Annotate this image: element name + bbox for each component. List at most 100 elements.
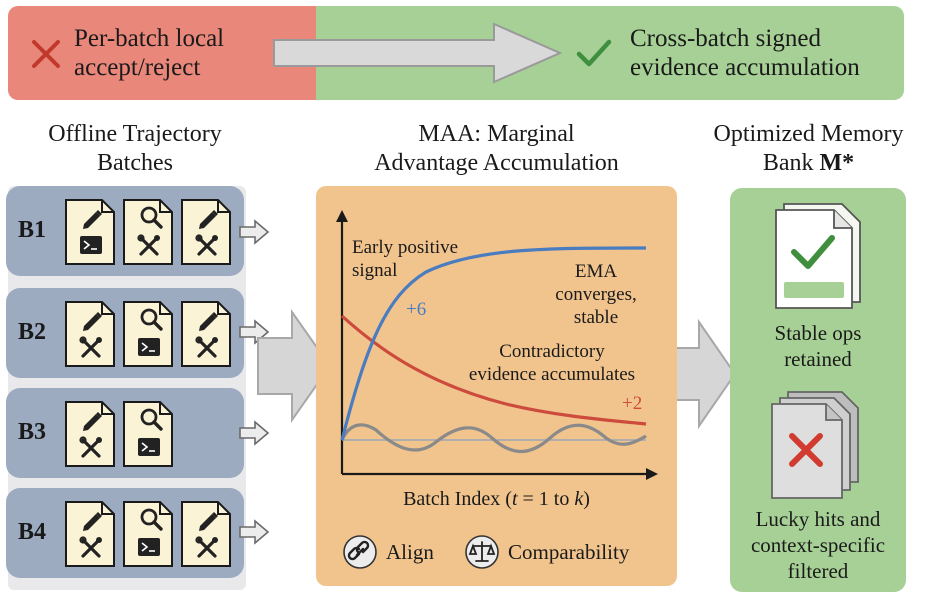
tools-icon: [79, 536, 102, 558]
filtered-line1: Lucky hits and: [755, 507, 881, 531]
annotation-contra-line1: Contradictory: [499, 341, 605, 362]
annotation-contra-line2: evidence accumulates: [468, 364, 636, 385]
green-check-icon: [576, 39, 612, 67]
doc-icons: [65, 199, 115, 265]
filtered-line3: filtered: [787, 559, 849, 583]
doc-icons: [123, 301, 173, 367]
tools-icon: [79, 436, 102, 458]
batches-heading-line1: Offline Trajectory: [48, 121, 222, 147]
trajectory-doc: [180, 500, 232, 568]
batches-heading: Offline Trajectory Batches: [0, 120, 270, 178]
terminal-icon: [138, 538, 160, 556]
batch-row: B2: [6, 288, 244, 378]
annotation-ema-line3: stable: [573, 307, 619, 328]
retained-docs-icon: [775, 203, 861, 309]
link-icon: [343, 535, 377, 569]
tools-icon: [195, 234, 218, 256]
filtered-text: Lucky hits and context-specific filtered: [730, 506, 906, 584]
annotation-early-line1: Early positive: [352, 237, 459, 258]
memory-panel: Stable ops retained Lucky hits and conte…: [730, 188, 906, 592]
memory-heading-line1: Optimized Memory: [713, 121, 904, 147]
trajectory-doc: [122, 400, 174, 468]
doc-icons: [123, 501, 173, 567]
maa-chart: [336, 210, 658, 480]
maa-heading: MAA: Marginal Advantage Accumulation: [316, 120, 677, 178]
pencil-icon: [199, 512, 218, 531]
trajectory-doc: [180, 198, 232, 266]
filtered-line2: context-specific: [750, 533, 886, 557]
retained-line1: Stable ops: [774, 321, 862, 345]
batch-row: B1: [6, 186, 244, 276]
doc-icons: [65, 301, 115, 367]
annotation-ema: EMA converges, stable: [536, 260, 656, 329]
pencil-icon: [199, 312, 218, 331]
annotation-ema-line1: EMA: [574, 261, 618, 282]
annotation-early-line2: signal: [352, 260, 398, 281]
annotation-early: Early positive signal: [352, 236, 458, 282]
retained-text: Stable ops retained: [730, 320, 906, 372]
gray-oscillating-curve: [340, 423, 647, 453]
trajectory-doc: [64, 198, 116, 266]
terminal-icon: [138, 338, 160, 356]
doc-icons: [181, 199, 231, 265]
banner-left-panel: [8, 6, 316, 100]
magnifier-icon: [140, 206, 163, 229]
x-axis-arrowhead: [646, 468, 658, 480]
tools-icon: [195, 336, 218, 358]
pencil-icon: [83, 512, 102, 531]
tools-icon: [137, 234, 160, 256]
y-axis-arrowhead: [336, 210, 348, 222]
doc-icons: [65, 501, 115, 567]
trajectory-doc: [122, 198, 174, 266]
filtered-docs-icon: [771, 391, 859, 499]
pencil-icon: [199, 210, 218, 229]
terminal-icon: [138, 438, 160, 456]
blue-ema-curve: [340, 246, 647, 441]
batches-heading-line2: Batches: [97, 150, 173, 176]
red-contradictory-curve: [340, 314, 647, 426]
tools-icon: [79, 336, 102, 358]
batch-label: B2: [18, 319, 47, 345]
legend-comparability-label: Comparability: [508, 540, 630, 564]
row-arrow: [239, 219, 270, 245]
batch-row: B3: [6, 388, 244, 478]
xlabel-t: t: [511, 488, 518, 510]
memory-heading-symbol: M*: [819, 150, 855, 176]
banner-left-line2: accept/reject: [74, 54, 201, 81]
pencil-icon: [83, 210, 102, 229]
comparison-banner: Per-batch local accept/reject Cross-batc…: [8, 6, 904, 100]
banner-right-line2: evidence accumulation: [630, 54, 860, 81]
maa-heading-line2: Advantage Accumulation: [374, 150, 619, 176]
row-arrow: [239, 420, 270, 446]
xlabel-post: ): [583, 488, 590, 510]
red-cross-icon: [32, 40, 60, 68]
annotation-ema-line2: converges,: [555, 284, 637, 305]
legend-align-label: Align: [386, 540, 434, 564]
memory-heading-bank: Bank: [762, 150, 820, 176]
banner-right-line1: Cross-batch signed: [630, 25, 821, 52]
trajectory-doc: [122, 300, 174, 368]
trajectory-doc: [64, 300, 116, 368]
label-plus2: +2: [622, 393, 643, 414]
banner-arrow: [273, 22, 563, 84]
magnifier-icon: [140, 408, 163, 431]
maa-heading-line1: MAA: Marginal: [418, 121, 575, 147]
doc-icons: [65, 401, 115, 467]
memory-heading-line2: Bank M*: [690, 149, 927, 178]
x-axis-label: Batch Index (t = 1 to k): [316, 488, 677, 511]
maa-panel: Early positive signal +6 EMA converges, …: [316, 186, 677, 586]
magnifier-icon: [140, 308, 163, 331]
doc-icons: [181, 501, 231, 567]
doc-icons: [181, 301, 231, 367]
trajectory-doc: [180, 300, 232, 368]
xlabel-pre: Batch Index (: [403, 488, 512, 510]
banner-left-line1: Per-batch local: [74, 25, 225, 52]
pencil-icon: [83, 312, 102, 331]
big-arrow-into-maa: [257, 308, 332, 424]
label-plus6: +6: [406, 299, 427, 320]
batch-row: B4: [6, 488, 244, 578]
retained-line2: retained: [784, 347, 852, 371]
batch-label: B4: [18, 519, 47, 545]
trajectory-doc: [64, 500, 116, 568]
xlabel-k: k: [574, 488, 584, 510]
